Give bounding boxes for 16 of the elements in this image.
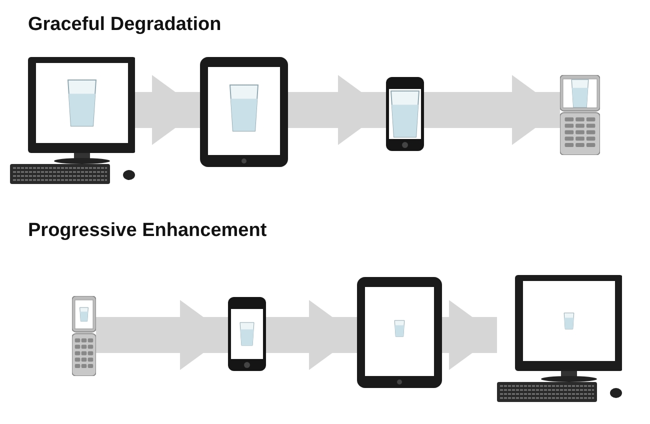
tablet-drawing bbox=[357, 277, 442, 388]
smartphone-drawing bbox=[386, 77, 424, 151]
block-arrow bbox=[442, 300, 497, 370]
smartphone-drawing bbox=[228, 297, 266, 371]
section-heading: Graceful Degradation bbox=[28, 14, 222, 36]
flip-phone-drawing bbox=[72, 296, 96, 376]
block-arrow bbox=[135, 75, 200, 145]
tablet-drawing bbox=[200, 57, 288, 167]
section-heading: Progressive Enhancement bbox=[28, 220, 267, 242]
block-arrow bbox=[266, 300, 357, 370]
desktop-computer-drawing bbox=[497, 275, 622, 402]
block-arrow bbox=[96, 300, 228, 370]
flip-phone-drawing bbox=[560, 75, 600, 155]
block-arrow bbox=[288, 75, 386, 145]
desktop-computer-drawing bbox=[10, 57, 135, 184]
block-arrow bbox=[424, 75, 560, 145]
